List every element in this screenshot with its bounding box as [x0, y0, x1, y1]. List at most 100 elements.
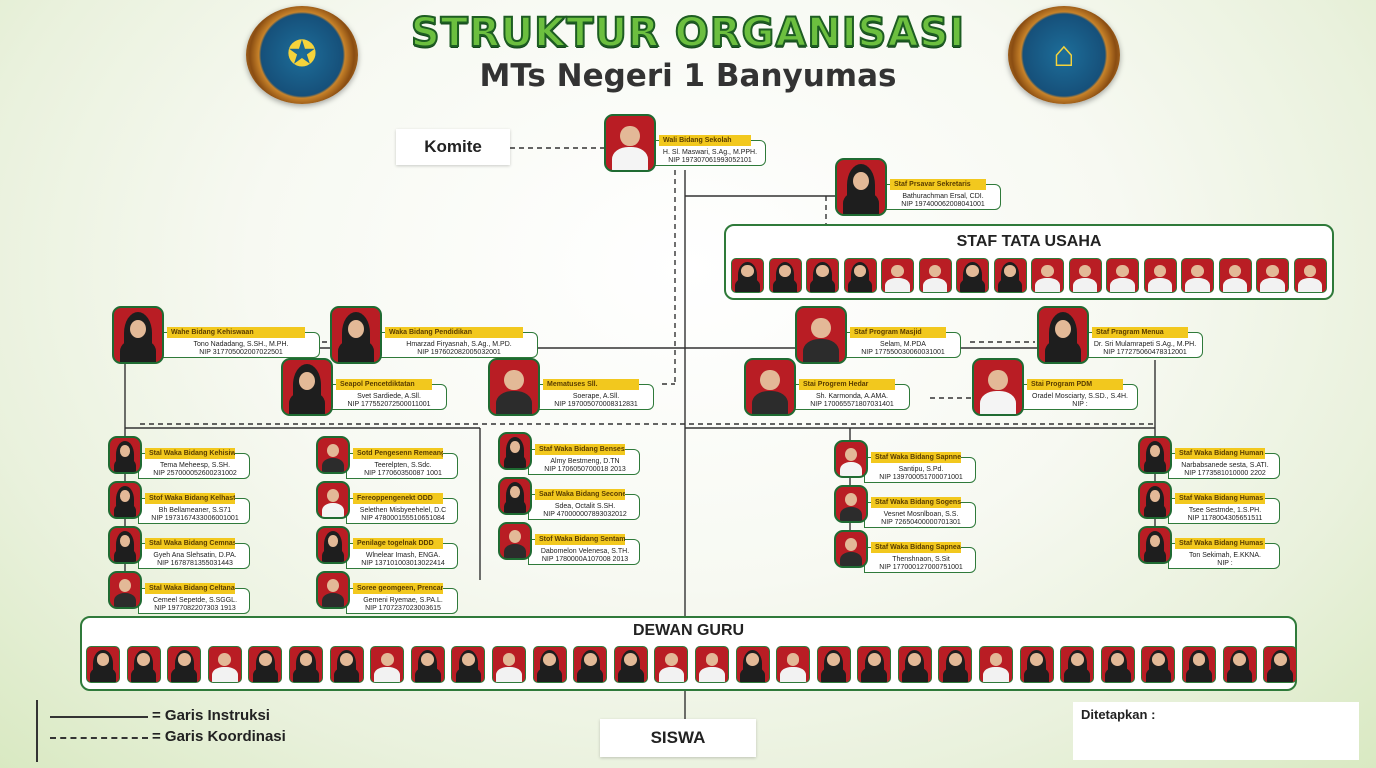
face-shape [827, 653, 841, 666]
body-shape [983, 667, 1009, 682]
person-nip: NIP 317705002007022501 [199, 349, 283, 356]
face-shape [741, 264, 754, 277]
body-shape [1143, 457, 1167, 472]
person-name: Santipu, S.Pd. [898, 466, 944, 473]
member-photo [768, 258, 802, 293]
person-nip: NIP 1977082207303 1913 [154, 605, 236, 612]
body-shape [536, 667, 563, 682]
person-name: Hmarzad Firyasnah, S.Ag., M.PD. [406, 341, 512, 348]
body-shape [960, 278, 985, 292]
body-shape [1044, 339, 1082, 362]
person-nip: NIP 478000155510651084 [361, 515, 445, 522]
face-shape [461, 653, 475, 666]
body-shape [802, 339, 840, 362]
person-name: Almy Bestmeng, D.TN [550, 458, 620, 465]
person-role: Wahe Bidang Kehiswaan [167, 327, 305, 338]
body-shape [496, 667, 522, 682]
person-name: H. Sl. Maswari, S.Ag., M.PPH. [662, 149, 758, 156]
member-photo [370, 646, 405, 683]
face-shape [1149, 445, 1161, 458]
member-photo [248, 646, 283, 683]
person-nip: NIP 1178004305651511 [1187, 515, 1263, 522]
person-role: Staf Pragram Menua [1092, 327, 1188, 338]
person-name: Sh. Karmonda, A.AMA. [816, 393, 888, 400]
member-photo [938, 646, 973, 683]
member-photo [207, 646, 242, 683]
body-shape [90, 667, 116, 682]
person-name: Bathurachman Ersal, CDI. [902, 193, 984, 200]
person-role: Stof Waka Bidang Sentamase [535, 534, 625, 545]
member-photo [288, 646, 323, 683]
face-shape [502, 653, 516, 666]
person-photo [1037, 306, 1089, 364]
face-shape [327, 489, 339, 503]
body-shape [820, 667, 847, 682]
member-photo [843, 258, 877, 293]
face-shape [347, 319, 365, 339]
person-nip: NIP 197602082005032001 [417, 349, 501, 356]
person-nip: NIP 170065571807031401 [810, 401, 894, 408]
person-name: Soerape, A.Sll. [572, 393, 620, 400]
person-photo [834, 530, 868, 568]
body-shape [130, 667, 157, 682]
body-shape [979, 391, 1017, 414]
face-shape [340, 653, 353, 666]
member-photo [126, 646, 161, 683]
person-photo [835, 158, 887, 216]
person-name: Narbabsanede sesta, S.ATI. [1181, 462, 1269, 469]
face-shape [1070, 653, 1084, 666]
person-name: Dabomelon Velenesa, S.TH. [540, 548, 630, 555]
face-shape [1149, 490, 1161, 503]
member-photo [410, 646, 445, 683]
face-shape [421, 653, 435, 666]
body-shape [1222, 278, 1248, 292]
body-shape [739, 667, 766, 682]
person-tag: Saaf Waka Bidang SeconesenSdea, Octalit … [528, 489, 640, 520]
body-shape [119, 339, 157, 362]
member-photo [1019, 646, 1054, 683]
body-shape [113, 547, 137, 562]
person-role: Staf Waka Bidang Human [1175, 448, 1265, 459]
face-shape [908, 653, 922, 666]
face-shape [845, 493, 857, 507]
person-role: Staf Waka Bidang Sapnnea [871, 452, 961, 463]
body-shape [1147, 278, 1173, 292]
person-name: Thenshnaon, S.Sit [892, 556, 950, 563]
body-shape [374, 667, 400, 682]
body-shape [1143, 502, 1167, 517]
body-shape [842, 191, 880, 214]
person-name: Oradel Mosciarty, S.SD., S.4H. [1032, 393, 1128, 400]
face-shape [988, 369, 1008, 391]
person-role: Saaf Waka Bidang Seconesen [535, 489, 625, 500]
member-photo [806, 258, 839, 293]
person-photo [972, 358, 1024, 416]
body-shape [252, 667, 279, 682]
person-nip: NIP 72650400000701301 [881, 519, 961, 526]
kemenag-emblem-icon: ✪ [286, 33, 318, 74]
madrasah-emblem-icon: ⌂ [1053, 33, 1075, 74]
person-nip: NIP 139700051700071001 [879, 474, 963, 481]
body-shape [211, 667, 238, 682]
body-shape [780, 667, 806, 682]
person-tag: Stal Waka Bidang KehisiwaanTema Meheesp,… [138, 448, 250, 479]
face-shape [298, 371, 316, 391]
face-shape [1152, 653, 1165, 666]
member-photo [451, 646, 486, 683]
member-photo [776, 646, 811, 683]
person-nip: NIP 470000007893032012 [543, 511, 627, 518]
face-shape [1030, 653, 1044, 666]
dashed-line-sample [50, 737, 148, 739]
person-photo [834, 440, 868, 478]
member-photo [654, 646, 689, 683]
face-shape [664, 653, 678, 666]
